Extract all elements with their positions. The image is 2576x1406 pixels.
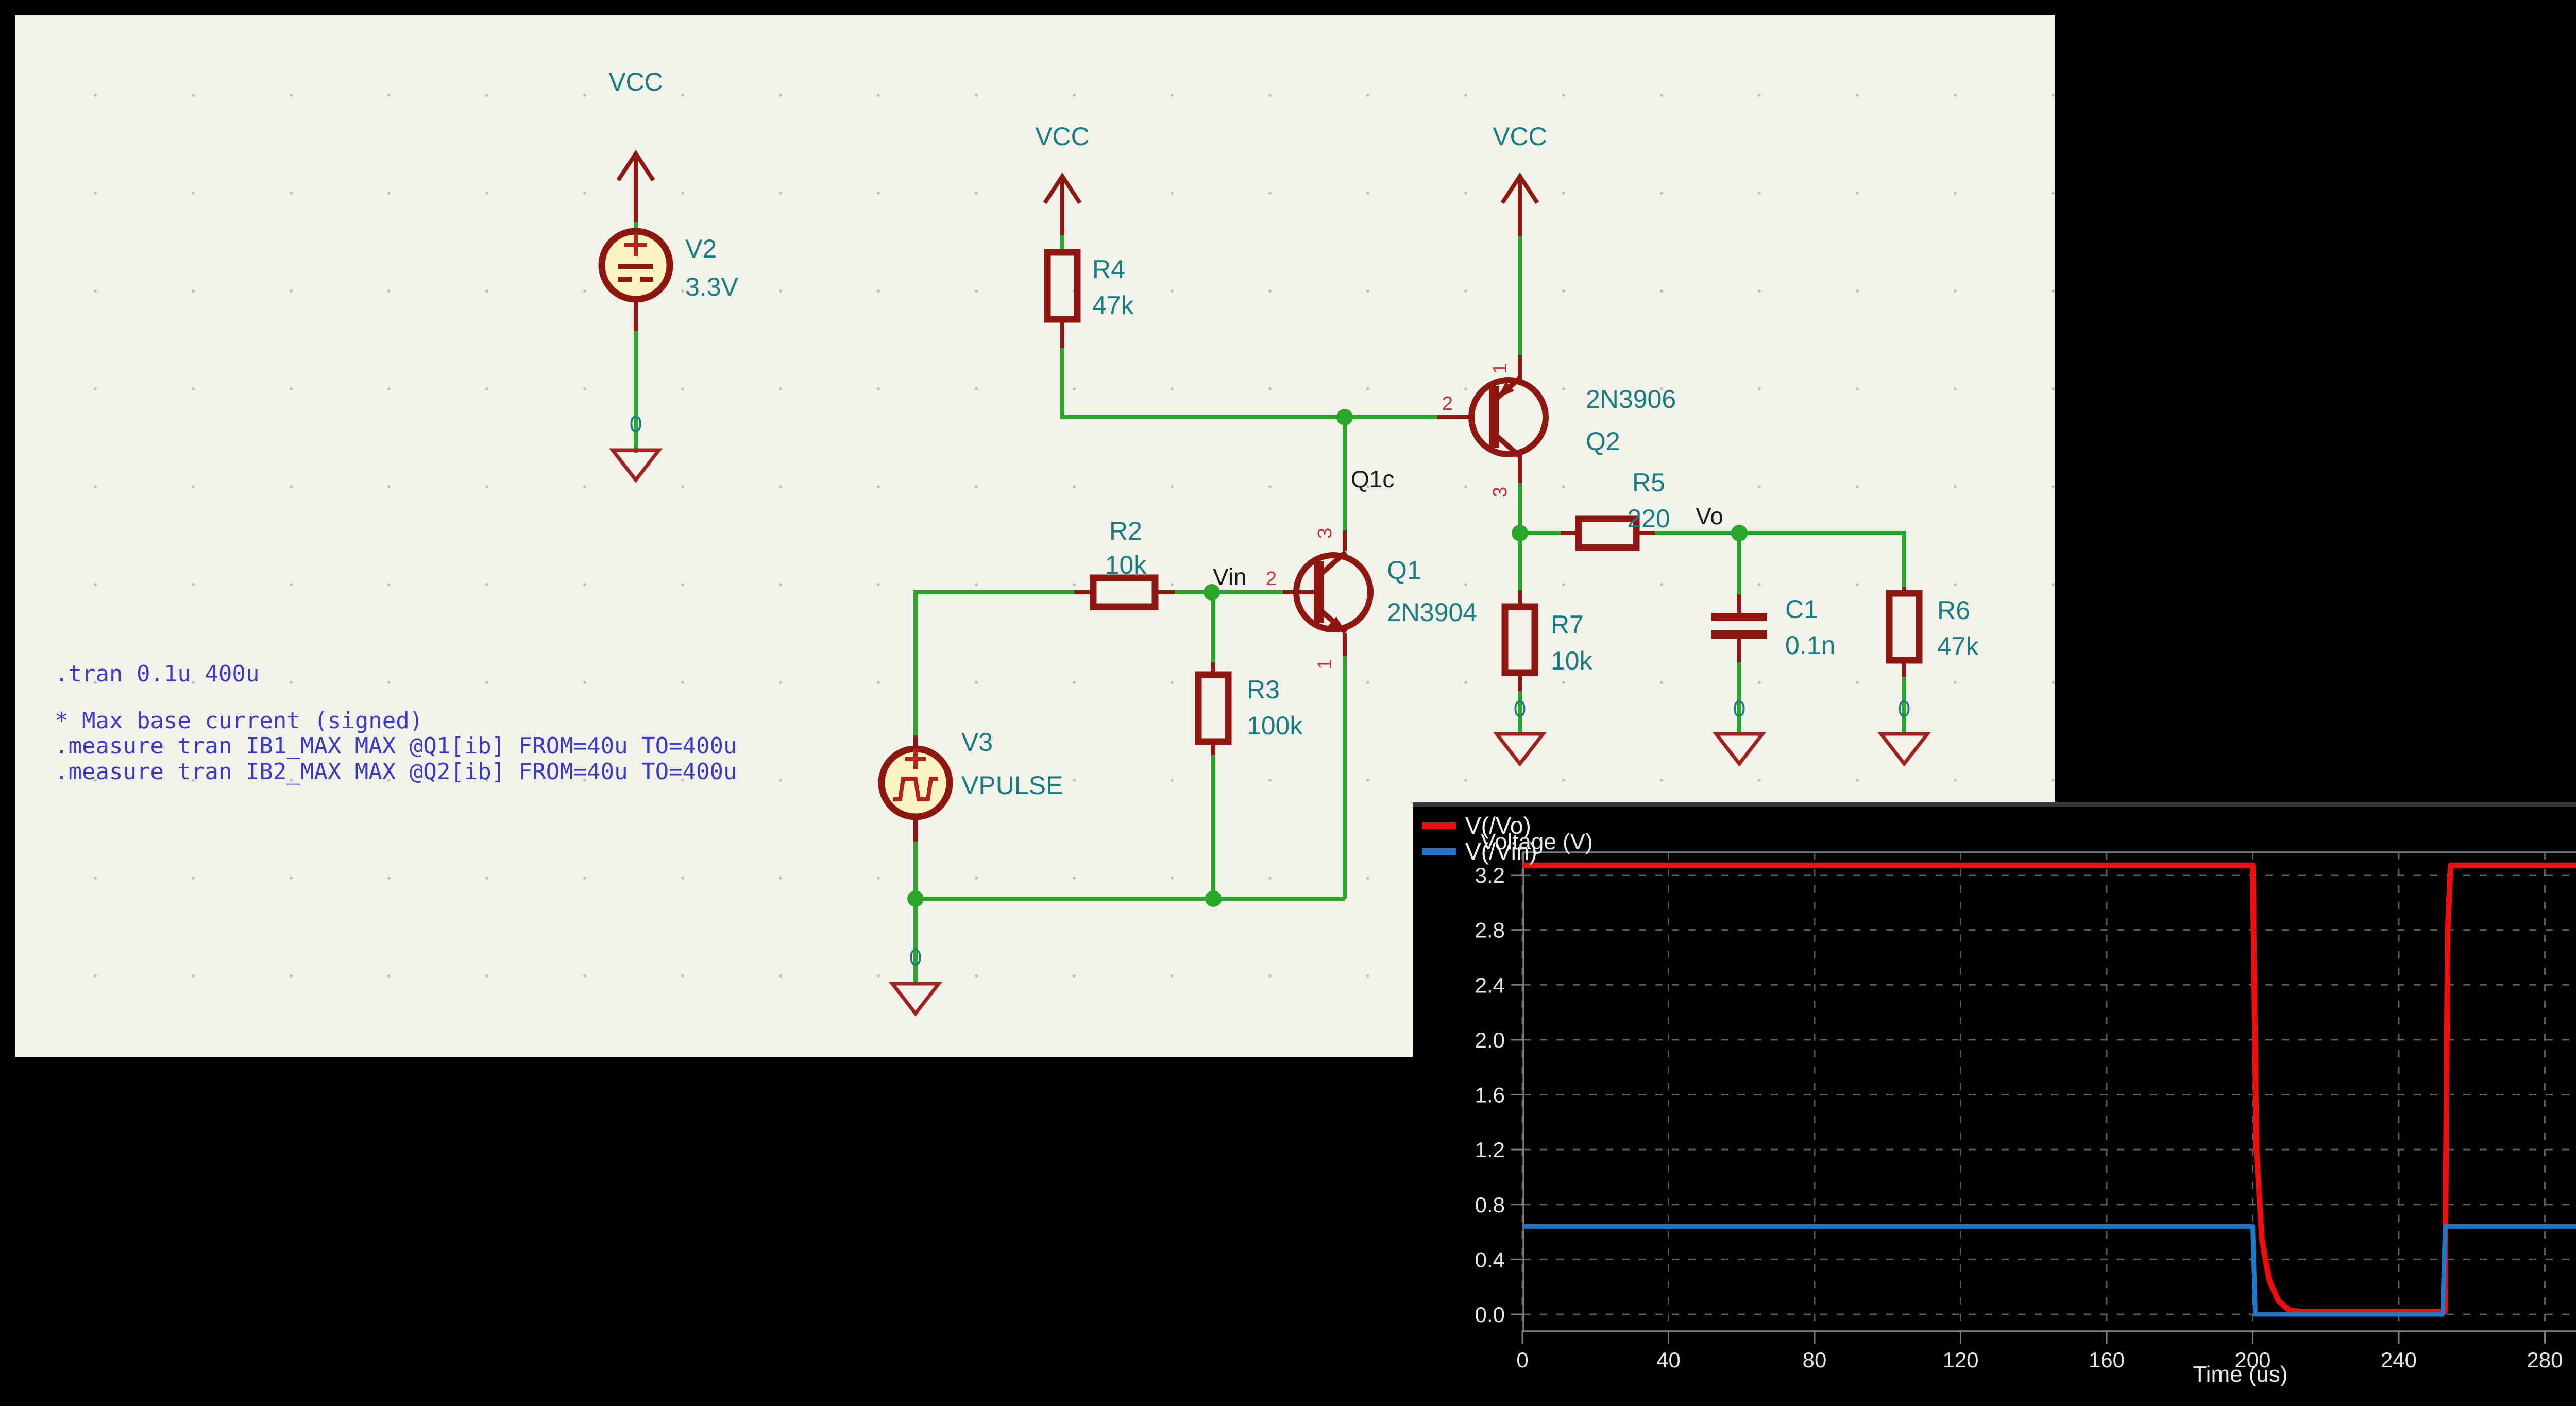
gnd-label: 0 [1733, 696, 1745, 722]
spice-directive[interactable]: .tran 0.1u 400u [55, 661, 259, 687]
resistors[interactable] [1047, 252, 1919, 742]
q2-pin-collector: 3 [1489, 487, 1511, 498]
q1-pin-base: 2 [1266, 568, 1277, 590]
left-tick-label: 1.2 [1475, 1138, 1505, 1162]
v3-ref[interactable]: V3 [961, 728, 993, 757]
plot-legend: V(/Vo) V(/Vin) [1422, 813, 1537, 864]
net-label-vin[interactable]: Vin [1213, 563, 1247, 590]
q1-ref[interactable]: Q1 [1387, 556, 1421, 585]
gnd-label: 0 [630, 411, 642, 437]
left-tick-label: 2.4 [1475, 973, 1505, 997]
gnd-label: 0 [909, 945, 922, 970]
q2-ref[interactable]: Q2 [1586, 427, 1620, 456]
gnd-label: 0 [1514, 696, 1526, 722]
legend-swatch-blue [1422, 848, 1456, 855]
r6-ref[interactable]: R6 [1937, 596, 1970, 625]
legend-label: V(/Vin) [1465, 837, 1537, 865]
component-q2-pnp[interactable] [1471, 377, 1546, 457]
v3-value[interactable]: VPULSE [961, 771, 1063, 800]
gnd-label: 0 [1898, 696, 1910, 722]
r6-value[interactable]: 47k [1937, 632, 1979, 661]
tick-labels: 3.22.82.42.01.61.20.80.40.064.056.048.04… [1475, 863, 2576, 1372]
r5-value[interactable]: 220 [1627, 504, 1670, 533]
component-r2 [1093, 578, 1155, 607]
legend-item-vo[interactable]: V(/Vo) [1422, 813, 1537, 838]
c1-ref[interactable]: C1 [1785, 595, 1818, 624]
component-r4 [1047, 252, 1077, 319]
trace-vvin[interactable] [1522, 1226, 2576, 1314]
component-r7 [1505, 607, 1535, 673]
spice-directive[interactable]: .measure tran IB2_MAX MAX @Q2[ib] FROM=4… [55, 759, 737, 785]
r5-ref[interactable]: R5 [1632, 468, 1665, 497]
spice-directive[interactable]: .measure tran IB1_MAX MAX @Q1[ib] FROM=4… [55, 733, 737, 759]
vcc-label: VCC [608, 67, 663, 96]
r2-value[interactable]: 10k [1105, 551, 1147, 579]
component-c1[interactable] [1711, 617, 1767, 635]
q1-pin-collector: 3 [1314, 528, 1336, 539]
left-tick-label: 2.0 [1475, 1028, 1505, 1052]
r4-value[interactable]: 47k [1092, 291, 1134, 320]
q2-value[interactable]: 2N3906 [1586, 385, 1676, 414]
left-tick-label: 2.8 [1475, 918, 1505, 942]
grid [1522, 852, 2576, 1331]
left-tick-label: 0.4 [1475, 1247, 1505, 1272]
spice-comment[interactable]: * Max base current (signed) [55, 708, 423, 734]
component-r3 [1198, 675, 1228, 742]
tick-marks [1511, 875, 2576, 1344]
r4-ref[interactable]: R4 [1092, 255, 1125, 284]
q1-value[interactable]: 2N3904 [1387, 598, 1477, 627]
vcc-power-symbols[interactable] [618, 153, 1537, 203]
legend-swatch-red [1422, 822, 1456, 829]
vcc-label: VCC [1493, 122, 1547, 151]
legend-label: V(/Vo) [1465, 812, 1531, 839]
v2-ref[interactable]: V2 [685, 234, 717, 263]
net-label-q1c[interactable]: Q1c [1351, 466, 1394, 492]
left-tick-label: 0.0 [1475, 1302, 1505, 1327]
net-label-vo[interactable]: Vo [1696, 503, 1723, 529]
r7-value[interactable]: 10k [1551, 646, 1593, 675]
component-v3-source[interactable] [882, 749, 950, 817]
q1-pin-emitter: 1 [1314, 659, 1336, 670]
vcc-label: VCC [1035, 122, 1090, 151]
c1-value[interactable]: 0.1n [1785, 631, 1835, 660]
r2-ref[interactable]: R2 [1109, 517, 1142, 545]
trace-vvo[interactable] [1522, 865, 2576, 1311]
x-axis-title: Time (us) [1413, 1362, 2576, 1387]
left-tick-label: 3.2 [1475, 863, 1505, 887]
r3-ref[interactable]: R3 [1247, 675, 1280, 704]
legend-item-vin[interactable]: V(/Vin) [1422, 838, 1537, 864]
waveform-chart[interactable]: 3.22.82.42.01.61.20.80.40.064.056.048.04… [1413, 802, 2576, 1406]
q2-pin-emitter: 1 [1489, 363, 1511, 374]
q2-pin-base: 2 [1442, 393, 1453, 415]
r3-value[interactable]: 100k [1247, 711, 1303, 740]
component-r6 [1889, 593, 1919, 660]
sim-plot-panel[interactable]: 3.22.82.42.01.61.20.80.40.064.056.048.04… [1413, 802, 2576, 1406]
left-tick-label: 0.8 [1475, 1193, 1505, 1217]
r7-ref[interactable]: R7 [1551, 610, 1584, 639]
component-v2-source[interactable] [602, 231, 670, 299]
v2-value[interactable]: 3.3V [685, 272, 739, 301]
left-tick-label: 1.6 [1475, 1083, 1505, 1107]
